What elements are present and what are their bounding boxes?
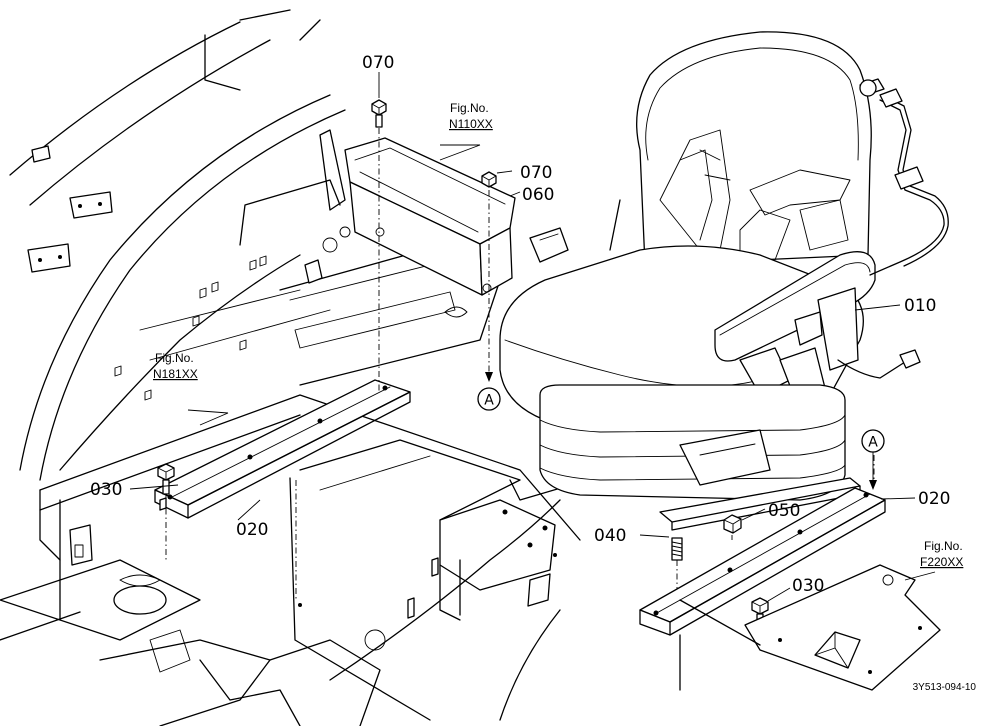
label-part-070-top: 070 [362,53,394,73]
bolt-070-top [371,99,387,128]
bolt-070-right [481,171,497,188]
leader-lines [129,72,936,602]
fig-ref-number: N110XX [449,117,493,131]
fig-ref-number: N181XX [153,367,198,381]
arrow-a-upper: A [477,372,501,411]
label-part-060: 060 [522,185,554,205]
fig-ref-n110: Fig.No. N110XX [449,101,493,131]
label-part-040: 040 [594,526,626,546]
ref-a-upper: A [484,393,494,409]
label-part-010: 010 [904,296,936,316]
operator-seat-010 [499,31,949,531]
storage-box-060 [344,137,516,296]
cab-floor-frame [0,9,691,726]
label-part-050: 050 [768,501,800,521]
fig-ref-label: Fig.No. [155,351,194,365]
fig-ref-label: Fig.No. [924,539,963,553]
label-part-020-left: 020 [236,520,268,540]
fig-ref-label: Fig.No. [450,101,489,115]
seat-rail-left [154,379,411,519]
label-part-030-right: 030 [792,576,824,596]
fig-ref-number: F220XX [920,555,963,569]
ref-a-lower: A [868,435,878,451]
label-part-030-left: 030 [90,480,122,500]
fig-ref-n181: Fig.No. N181XX [153,351,198,381]
label-part-020-right: 020 [918,489,950,509]
label-part-070-right: 070 [520,163,552,183]
fig-ref-f220: Fig.No. F220XX [920,539,963,569]
nut-050 [723,514,742,534]
drawing-code: 3Y513-094-10 [913,682,977,693]
stud-bolt-040 [671,537,683,561]
arrow-a-lower: A [861,429,885,490]
floor-plate-f220 [679,564,941,691]
seat-rail-right [639,487,886,691]
bolt-030-left [157,463,175,495]
